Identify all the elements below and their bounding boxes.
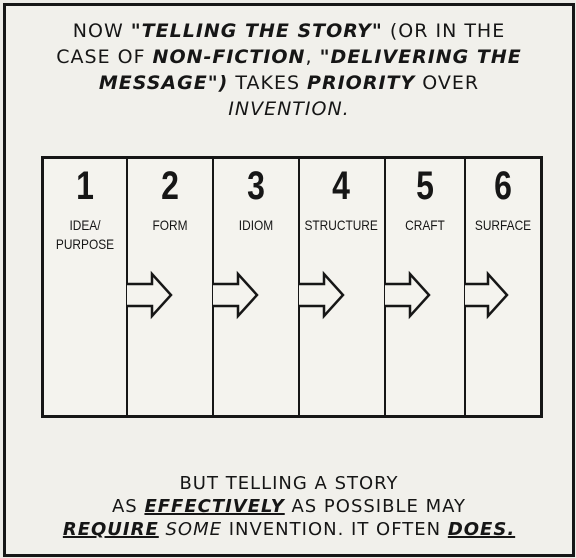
caption-emphasis: INVENTION. bbox=[228, 98, 350, 120]
caption-text: AS bbox=[111, 496, 145, 517]
step-label-line: PURPOSE bbox=[55, 236, 115, 252]
step-number: 4 bbox=[332, 164, 350, 208]
step-number: 3 bbox=[247, 164, 265, 208]
step-label: CRAFT bbox=[405, 217, 445, 233]
step-number: 5 bbox=[416, 164, 434, 208]
caption-text: NOW bbox=[72, 20, 131, 42]
top-caption: NOW "TELLING THE STORY" (OR IN THE CASE … bbox=[6, 18, 572, 122]
top-caption-line-1: NOW "TELLING THE STORY" (OR IN THE bbox=[6, 18, 572, 44]
caption-text: AS POSSIBLE MAY bbox=[284, 496, 467, 517]
step-1-idea-purpose: 1 IDEA/ PURPOSE bbox=[44, 159, 126, 254]
caption-text: CASE OF bbox=[56, 46, 153, 68]
step-6-surface: 6 SURFACE bbox=[466, 159, 540, 235]
step-number: 1 bbox=[76, 164, 94, 208]
top-caption-line-4: INVENTION. bbox=[6, 96, 572, 122]
caption-emphasis: SOME bbox=[158, 519, 222, 540]
bottom-caption-line-2: AS EFFECTIVELY AS POSSIBLE MAY bbox=[6, 495, 572, 518]
caption-text: OVER bbox=[415, 72, 480, 94]
step-label: SURFACE bbox=[474, 217, 532, 233]
caption-text: BUT TELLING A STORY bbox=[179, 473, 399, 494]
caption-text: , bbox=[305, 46, 320, 68]
caption-emphasis: "DELIVERING THE bbox=[319, 46, 522, 68]
step-label: FORM bbox=[152, 217, 188, 233]
right-arrow-icon bbox=[299, 270, 345, 320]
step-label: IDEA/ PURPOSE bbox=[50, 216, 120, 254]
step-2-form: 2 FORM bbox=[128, 159, 212, 235]
flow-arrows bbox=[127, 270, 509, 320]
step-label-line: IDEA/ bbox=[69, 217, 101, 233]
bottom-caption-line-3: REQUIRE SOME INVENTION. IT OFTEN DOES. bbox=[6, 518, 572, 541]
caption-text: TAKES bbox=[228, 72, 308, 94]
right-arrow-icon bbox=[465, 270, 509, 320]
right-arrow-icon bbox=[213, 270, 259, 320]
top-caption-line-3: MESSAGE") TAKES PRIORITY OVER bbox=[6, 70, 572, 96]
step-3-idiom: 3 IDIOM bbox=[214, 159, 298, 235]
six-steps-diagram: 1 IDEA/ PURPOSE 2 FORM 3 IDIOM 4 STRUCTU… bbox=[41, 156, 543, 418]
bottom-caption-line-1: BUT TELLING A STORY bbox=[6, 472, 572, 495]
caption-text: INVENTION. IT OFTEN bbox=[222, 519, 448, 540]
step-5-craft: 5 CRAFT bbox=[386, 159, 464, 235]
caption-emphasis: EFFECTIVELY bbox=[144, 496, 285, 517]
caption-emphasis: "TELLING THE STORY" bbox=[130, 20, 383, 42]
step-label: IDIOM bbox=[238, 217, 274, 233]
bottom-caption: BUT TELLING A STORY AS EFFECTIVELY AS PO… bbox=[6, 472, 572, 541]
caption-emphasis: MESSAGE") bbox=[98, 72, 229, 94]
right-arrow-icon bbox=[385, 270, 431, 320]
caption-emphasis: REQUIRE bbox=[62, 519, 159, 540]
caption-emphasis: DOES. bbox=[447, 519, 516, 540]
caption-emphasis: NON-FICTION bbox=[152, 46, 306, 68]
step-number: 2 bbox=[161, 164, 179, 208]
comic-panel: NOW "TELLING THE STORY" (OR IN THE CASE … bbox=[3, 3, 575, 557]
caption-emphasis: PRIORITY bbox=[307, 72, 416, 94]
step-label: STRUCTURE bbox=[304, 217, 378, 233]
step-number: 6 bbox=[494, 164, 512, 208]
step-4-structure: 4 STRUCTURE bbox=[298, 159, 384, 235]
right-arrow-icon bbox=[127, 270, 173, 320]
top-caption-line-2: CASE OF NON-FICTION, "DELIVERING THE bbox=[6, 44, 572, 70]
caption-text: (OR IN THE bbox=[382, 20, 506, 42]
